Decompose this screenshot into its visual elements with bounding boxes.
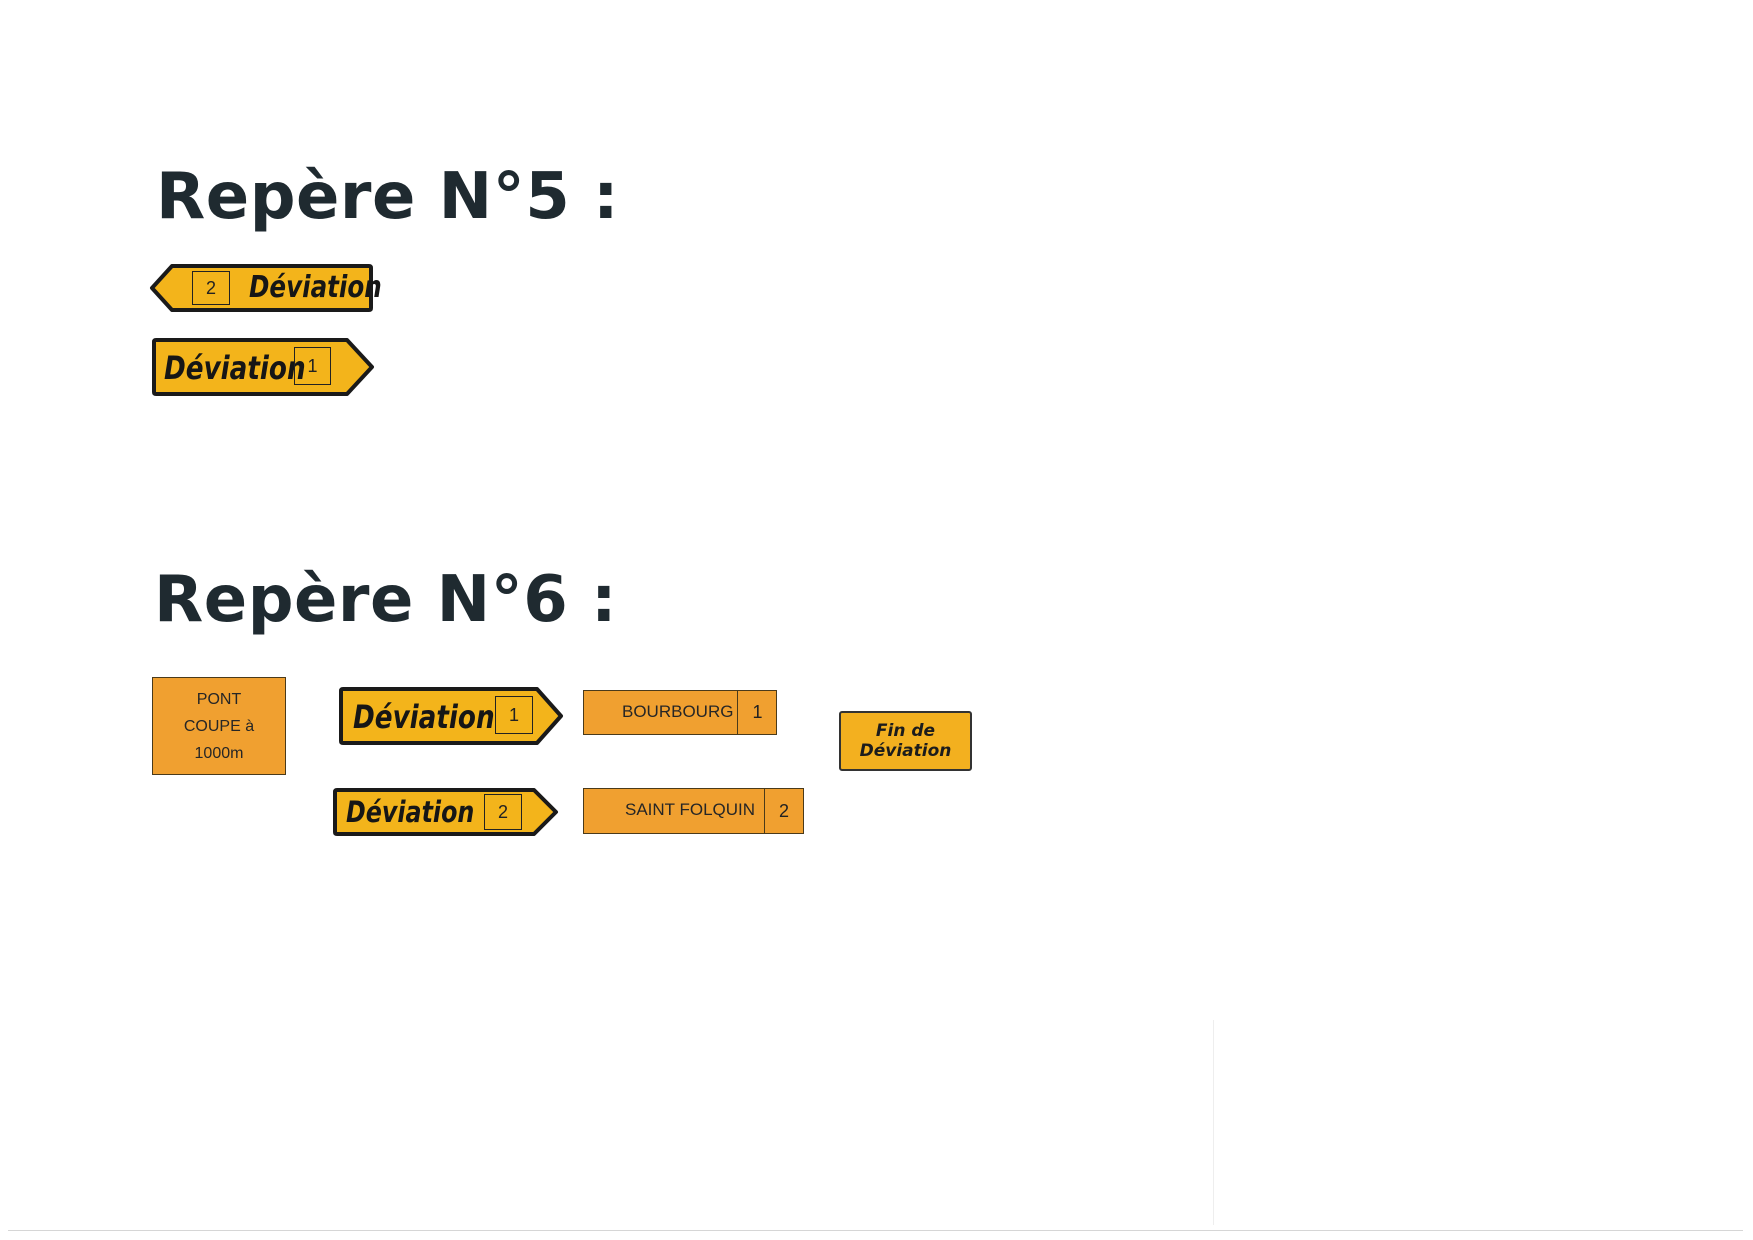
page-bottom-rule [8, 1230, 1743, 1231]
left-arrow-sign-shape [150, 264, 373, 312]
route-number-box: 1 [495, 696, 533, 734]
right-arrow-sign-shape [152, 338, 374, 396]
pont-coupe-panel: PONT COUPE à 1000m [152, 677, 286, 775]
saint-folquin-plate: SAINT FOLQUIN 2 [583, 788, 804, 834]
deviation-label: Déviation [249, 270, 382, 305]
destination-label: BOURBOURG [622, 702, 734, 721]
route-number-box: 1 [294, 347, 331, 385]
route-number-box: 2 [484, 794, 522, 830]
pont-line-1: PONT [196, 690, 242, 708]
right-arrow-sign-shape [333, 788, 558, 836]
deviation-sign-right-2: Déviation 2 [332, 787, 558, 837]
deviation-label: Déviation [346, 795, 475, 829]
pont-line-3: 1000m [194, 744, 244, 762]
route-number-box: 1 [737, 691, 777, 734]
scan-fold-line [1213, 1020, 1214, 1225]
route-number-box: 2 [764, 789, 804, 833]
fin-de-deviation-sign: Fin de Déviation [839, 711, 972, 771]
pont-line-2: COUPE à [183, 717, 255, 735]
deviation-sign-right-1: Déviation 1 [151, 337, 375, 397]
repere-5-heading: Repère N°5 : [156, 160, 620, 234]
deviation-sign-left-2: 2 Déviation [150, 263, 382, 313]
route-number-box: 2 [192, 271, 230, 305]
deviation-label: Déviation [353, 698, 495, 736]
end-sign-line-2: Déviation [859, 741, 952, 761]
destination-label: SAINT FOLQUIN [625, 800, 756, 819]
bourbourg-plate: BOURBOURG 1 [583, 690, 777, 735]
end-sign-line-1: Fin de [875, 721, 936, 741]
deviation-sign-right-1: Déviation 1 [338, 686, 564, 746]
deviation-label: Déviation [164, 349, 306, 387]
right-arrow-sign-shape [339, 687, 563, 745]
repere-6-heading: Repère N°6 : [154, 563, 618, 637]
